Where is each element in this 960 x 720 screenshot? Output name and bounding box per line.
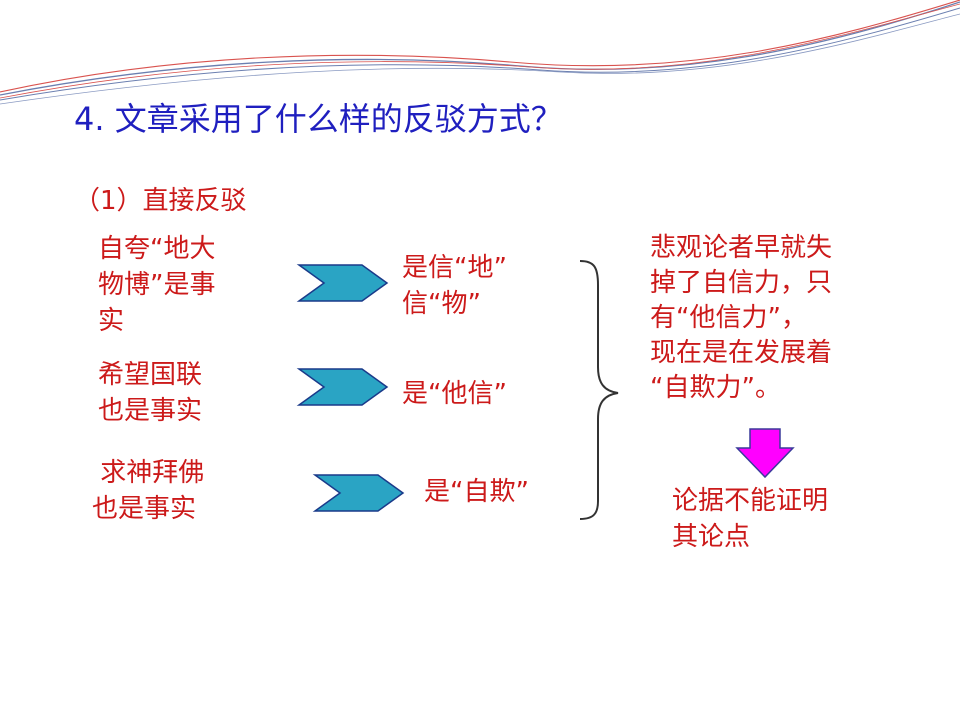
left-item-1-line: 实 bbox=[98, 306, 125, 336]
chevron-right-icon bbox=[296, 264, 389, 302]
result-line: 论据不能证明 bbox=[672, 486, 829, 516]
conclusion-line: 掉了自信力，只 bbox=[650, 268, 833, 298]
slide-title: 4. 文章采用了什么样的反驳方式？ bbox=[74, 100, 563, 138]
arrow-down-icon bbox=[735, 428, 795, 479]
result-line: 其论点 bbox=[672, 522, 751, 552]
left-item-3-line: 求神拜佛 bbox=[92, 458, 205, 488]
left-item-1-line: 物博”是事 bbox=[98, 270, 216, 300]
left-item-3: 求神拜佛 也是事实 bbox=[92, 455, 204, 527]
conclusion-line: 有“他信力”， bbox=[650, 303, 807, 333]
conclusion-line: 现在是在发展着 bbox=[650, 338, 833, 368]
chevron-right-icon bbox=[296, 368, 389, 406]
conclusion-line: 悲观论者早就失 bbox=[650, 233, 833, 263]
right-brace bbox=[579, 260, 619, 520]
decorative-waves bbox=[0, 0, 960, 105]
chevron-right-icon bbox=[312, 474, 405, 512]
left-item-2: 希望国联 也是事实 bbox=[98, 357, 202, 429]
middle-item-3: 是“自欺” bbox=[424, 474, 529, 510]
middle-item-3-line: 是“自欺” bbox=[424, 477, 529, 507]
left-item-1-line: 自夸“地大 bbox=[98, 234, 216, 264]
middle-item-1-line: 是信“地” bbox=[402, 253, 507, 283]
left-item-1: 自夸“地大 物博”是事 实 bbox=[98, 231, 215, 339]
left-item-2-line: 也是事实 bbox=[98, 396, 203, 426]
conclusion-line: “自欺力”。 bbox=[650, 373, 781, 403]
middle-item-1: 是信“地” 信“物” bbox=[402, 250, 507, 322]
result-text: 论据不能证明 其论点 bbox=[672, 483, 828, 555]
middle-item-2: 是“他信” bbox=[402, 376, 507, 412]
conclusion-text: 悲观论者早就失 掉了自信力，只 有“他信力”， 现在是在发展着 “自欺力”。 bbox=[650, 231, 832, 406]
middle-item-1-line: 信“物” bbox=[402, 289, 481, 319]
middle-item-2-line: 是“他信” bbox=[402, 379, 507, 409]
left-item-3-line: 也是事实 bbox=[92, 494, 197, 524]
left-item-2-line: 希望国联 bbox=[98, 360, 203, 390]
section-subtitle: （1）直接反驳 bbox=[74, 186, 247, 216]
